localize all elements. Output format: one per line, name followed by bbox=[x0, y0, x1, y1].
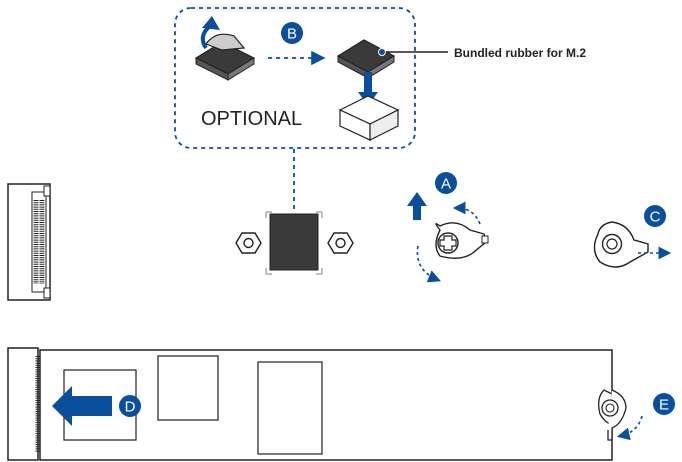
latch-rotated-icon bbox=[435, 222, 489, 259]
board-latch-icon bbox=[598, 389, 627, 441]
step-c-letter: C bbox=[650, 209, 661, 226]
up-arrow-icon bbox=[407, 192, 427, 220]
step-e-badge: E bbox=[653, 393, 675, 415]
right-hex-standoff-icon bbox=[327, 232, 354, 254]
step-a-letter: A bbox=[441, 176, 451, 193]
optional-label: OPTIONAL bbox=[201, 108, 302, 130]
target-pad-icon bbox=[338, 95, 400, 141]
rubber-pad-icon bbox=[336, 39, 396, 79]
step-e-letter: E bbox=[659, 397, 669, 414]
m2-slot-connector bbox=[7, 183, 51, 301]
step-c-badge: C bbox=[644, 205, 666, 227]
step-a-badge: A bbox=[435, 172, 457, 194]
rotate-top-dashed-arrow bbox=[452, 201, 481, 225]
rubber-pad-placement-icon bbox=[265, 211, 323, 275]
step-d-badge: D bbox=[119, 395, 141, 417]
latch-closed-icon bbox=[593, 221, 649, 268]
step-d-letter: D bbox=[125, 399, 136, 416]
step-b-letter: B bbox=[287, 26, 297, 43]
rotate-bottom-dashed-arrow bbox=[416, 245, 441, 283]
step-b-badge: B bbox=[281, 22, 303, 44]
step-a-latch: A bbox=[407, 172, 489, 283]
left-arrow-icon bbox=[52, 386, 112, 426]
step-c-latch: C bbox=[593, 205, 672, 268]
optional-panel: B OPTIONAL bbox=[174, 7, 448, 149]
rubber-label: Bundled rubber for M.2 bbox=[454, 46, 586, 60]
peel-rubber-icon bbox=[194, 16, 256, 81]
left-hex-standoff-icon bbox=[235, 232, 262, 254]
step-e-dashed-arrow bbox=[616, 415, 643, 441]
m2-module-board: D E bbox=[7, 347, 675, 461]
